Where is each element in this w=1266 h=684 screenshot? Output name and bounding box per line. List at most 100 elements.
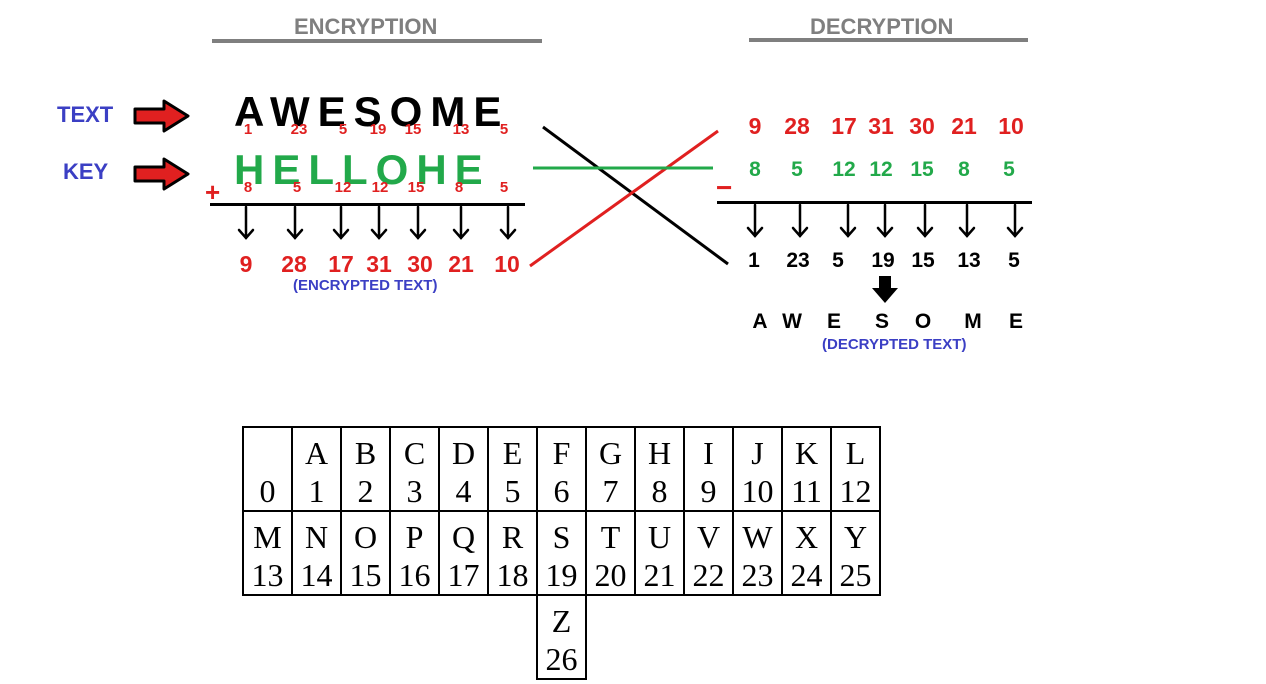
decryption-cipher-number: 28 bbox=[784, 113, 810, 139]
cell-number: 25 bbox=[839, 557, 872, 593]
blank-cell bbox=[831, 595, 880, 679]
cell-number: 14 bbox=[300, 557, 333, 593]
cell-number: 12 bbox=[839, 473, 872, 509]
cross-line-red bbox=[529, 129, 719, 268]
cell-letter: D bbox=[451, 435, 476, 471]
cell-number: 15 bbox=[349, 557, 382, 593]
decrypted-letter: S bbox=[874, 310, 889, 333]
cell-letter: W bbox=[742, 519, 773, 555]
decrypted-letter: O bbox=[914, 310, 932, 333]
encrypted-number: 17 bbox=[328, 251, 354, 277]
cell-number: 20 bbox=[594, 557, 627, 593]
cell-number: 11 bbox=[791, 473, 822, 509]
cell-letter: Y bbox=[843, 519, 868, 555]
cell-letter: B bbox=[354, 435, 377, 471]
cell-number: 18 bbox=[496, 557, 529, 593]
encryption-sum-line bbox=[210, 203, 525, 206]
decryption-diff-line bbox=[717, 201, 1032, 204]
decryption-result-number: 19 bbox=[871, 249, 895, 272]
text-number: 15 bbox=[404, 121, 422, 138]
cell-number: 5 bbox=[504, 473, 521, 509]
cell-number: 26 bbox=[545, 641, 578, 677]
cell-letter: O bbox=[353, 519, 378, 555]
text-arrow-icon bbox=[133, 99, 190, 133]
cell-letter: G bbox=[598, 435, 623, 471]
cell-letter: M bbox=[253, 519, 282, 555]
key-number: 8 bbox=[243, 179, 253, 196]
cell-letter: F bbox=[552, 435, 571, 471]
decryption-cipher-number: 17 bbox=[831, 113, 857, 139]
blank-cell bbox=[684, 595, 733, 679]
cell-letter: U bbox=[647, 519, 672, 555]
text-number: 1 bbox=[243, 121, 253, 138]
encryption-underline bbox=[212, 39, 542, 43]
decrypted-letter: W bbox=[782, 310, 802, 333]
decryption-cipher-number: 10 bbox=[998, 113, 1024, 139]
decryption-result-number: 1 bbox=[748, 249, 760, 272]
blank-cell bbox=[390, 595, 439, 679]
blank-cell bbox=[488, 595, 537, 679]
cell-number: 22 bbox=[692, 557, 725, 593]
cell-letter: I bbox=[703, 435, 714, 471]
decryption-down-arrows bbox=[746, 203, 1024, 238]
cell-number: 1 bbox=[308, 473, 325, 509]
text-number: 5 bbox=[338, 121, 348, 138]
decrypted-letter: A bbox=[752, 310, 768, 333]
decryption-result-number: 15 bbox=[911, 249, 935, 272]
decrypted-caption: (DECRYPTED TEXT) bbox=[822, 336, 967, 353]
text-number: 19 bbox=[369, 121, 387, 138]
encrypted-number: 28 bbox=[281, 251, 307, 277]
decryption-result-number: 5 bbox=[832, 249, 844, 272]
decryption-key-number: 15 bbox=[910, 158, 934, 181]
decryption-result-number: 13 bbox=[957, 249, 981, 272]
cell-number: 16 bbox=[398, 557, 431, 593]
table-cell: 0 bbox=[242, 426, 293, 512]
key-number: 5 bbox=[292, 179, 302, 196]
blank-cell bbox=[439, 595, 488, 679]
blank-cell bbox=[782, 595, 831, 679]
cell-number: 3 bbox=[406, 473, 423, 509]
decryption-cipher-number: 9 bbox=[748, 113, 762, 139]
encryption-header: ENCRYPTION bbox=[294, 14, 438, 39]
decryption-key-number: 8 bbox=[749, 158, 761, 181]
cell-letter: T bbox=[600, 519, 621, 555]
encrypted-number: 9 bbox=[239, 251, 253, 277]
key-number: 8 bbox=[454, 179, 464, 196]
blank-cell bbox=[292, 595, 341, 679]
cell-letter: R bbox=[501, 519, 524, 555]
cell-number: 17 bbox=[447, 557, 480, 593]
keytext: HELLOHE bbox=[234, 146, 491, 193]
blank-cell bbox=[635, 595, 684, 679]
decryption-cipher-number: 31 bbox=[868, 113, 894, 139]
decryption-key-number: 12 bbox=[832, 158, 856, 181]
cell-number: 0 bbox=[259, 473, 276, 509]
cell-number: 2 bbox=[357, 473, 374, 509]
cell-number: 8 bbox=[651, 473, 668, 509]
decryption-key-number: 8 bbox=[958, 158, 970, 181]
cell-letter: C bbox=[403, 435, 426, 471]
